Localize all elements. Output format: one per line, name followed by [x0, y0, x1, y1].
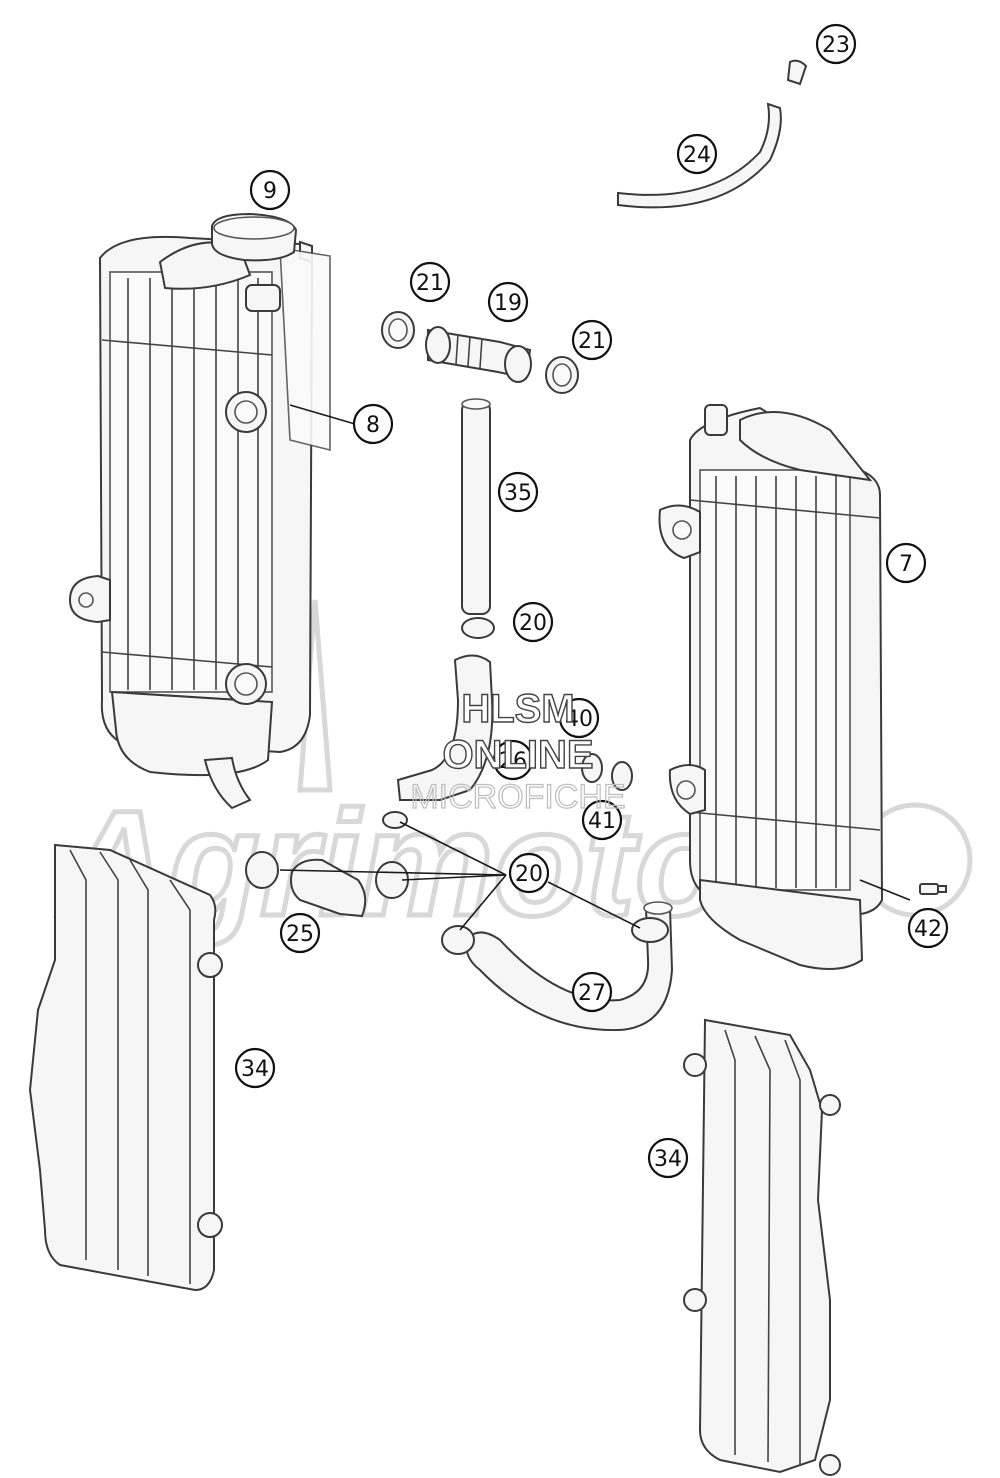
svg-text:34: 34 [241, 1057, 269, 1082]
callout-34-left: 34 [234, 1047, 276, 1089]
leader-lines [279, 404, 911, 931]
coolant-pipe [461, 398, 491, 615]
radiator-right [658, 404, 884, 970]
svg-text:42: 42 [914, 917, 942, 942]
svg-text:8: 8 [366, 413, 380, 438]
callout-41: 41 [581, 799, 623, 841]
callout-21-right: 21 [571, 319, 613, 361]
callout-21-left: 21 [409, 261, 451, 303]
svg-text:21: 21 [416, 271, 444, 296]
callout-23: 23 [815, 23, 857, 65]
hose-26 [396, 654, 494, 801]
svg-text:41: 41 [588, 809, 616, 834]
svg-text:HLSM: HLSM [461, 687, 574, 731]
svg-text:7: 7 [899, 552, 913, 577]
callout-40: 40 [558, 697, 600, 739]
radiator-shroud-left [28, 843, 223, 1292]
svg-text:27: 27 [578, 981, 606, 1006]
svg-text:ONLINE: ONLINE [442, 733, 593, 777]
svg-text:20: 20 [515, 862, 543, 887]
radiator-cap [211, 212, 298, 262]
radiator-left [68, 235, 331, 810]
callout-20-upper: 20 [512, 601, 554, 643]
svg-text:26: 26 [499, 749, 527, 774]
svg-text:21: 21 [578, 329, 606, 354]
callout-35: 35 [497, 471, 539, 513]
svg-text:19: 19 [494, 291, 522, 316]
callout-26: 26 [492, 739, 534, 781]
svg-text:40: 40 [565, 707, 593, 732]
hose-25 [290, 858, 367, 918]
watermark-text: HLSM ONLINE MICROFICHE [410, 686, 627, 816]
callout-27: 27 [571, 971, 613, 1013]
svg-text:9: 9 [263, 179, 277, 204]
callout-20-lower: 20 [508, 852, 550, 894]
svg-text:MICROFICHE: MICROFICHE [410, 778, 625, 816]
svg-text:20: 20 [519, 611, 547, 636]
hose-clip [786, 59, 808, 86]
washers-40-41 [581, 753, 633, 791]
hose-27 [465, 901, 674, 1032]
callout-8: 8 [352, 403, 394, 445]
callout-19: 19 [487, 281, 529, 323]
hose-clamp-upper-left [381, 311, 415, 349]
svg-text:24: 24 [683, 143, 711, 168]
hose-clamps-20 [245, 617, 669, 955]
callout-42: 42 [907, 907, 949, 949]
svg-text:23: 23 [822, 33, 850, 58]
callout-7: 7 [885, 542, 927, 584]
callout-24: 24 [676, 133, 718, 175]
thermostat-housing [425, 326, 532, 383]
svg-text:35: 35 [504, 481, 532, 506]
svg-text:25: 25 [286, 922, 314, 947]
overflow-hose [617, 102, 782, 209]
hose-clamp-upper-right [545, 356, 579, 394]
callout-9: 9 [249, 169, 291, 211]
radiator-shroud-right [683, 1018, 841, 1476]
svg-text:34: 34 [654, 1147, 682, 1172]
screw-42 [919, 883, 947, 895]
callout-25: 25 [279, 912, 321, 954]
callout-34-right: 34 [647, 1137, 689, 1179]
